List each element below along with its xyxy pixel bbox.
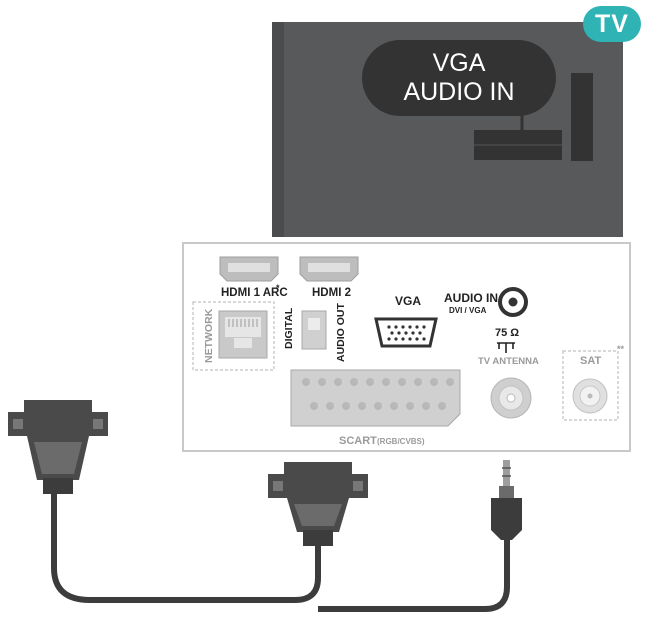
callout-line-2: AUDIO IN [403,78,515,106]
sat-mark: ** [617,344,625,354]
tv-badge: TV [583,6,641,42]
network-dashed-box [192,301,275,371]
audio-jack-plug [491,460,522,540]
sat-dashed-box [562,350,619,421]
vga-cable [51,493,321,603]
vga-connector-left [8,400,108,494]
antenna-symbol-icon [497,342,515,353]
tv-port-audio-strip [571,73,593,161]
vga-connector-right [268,462,368,546]
audio-in-label: AUDIO IN [444,291,498,305]
callout-line-1: VGA [432,49,486,77]
sat-label: SAT [580,355,601,367]
hdmi1-mark: * [276,283,280,293]
tv-side-panel [272,22,284,237]
hdmi2-label: HDMI 2 [312,287,351,299]
tv-antenna-label: TV ANTENNA [478,356,539,367]
vga-audio-in-callout: VGA AUDIO IN [362,40,556,116]
network-label: NETWORK [203,308,215,363]
audio-cable [318,540,510,612]
ohms-label: 75 Ω [495,327,519,339]
vga-label: VGA [395,294,421,308]
digital-label: DIGITAL [283,307,295,349]
scart-label: SCART [339,435,377,447]
hdmi1-label: HDMI 1 ARC [221,287,288,299]
audio-out-label: AUDIO OUT [335,303,347,363]
audio-in-sub-label: DVI / VGA [449,306,487,315]
scart-sub-label: (RGB/CVBS) [377,437,425,446]
